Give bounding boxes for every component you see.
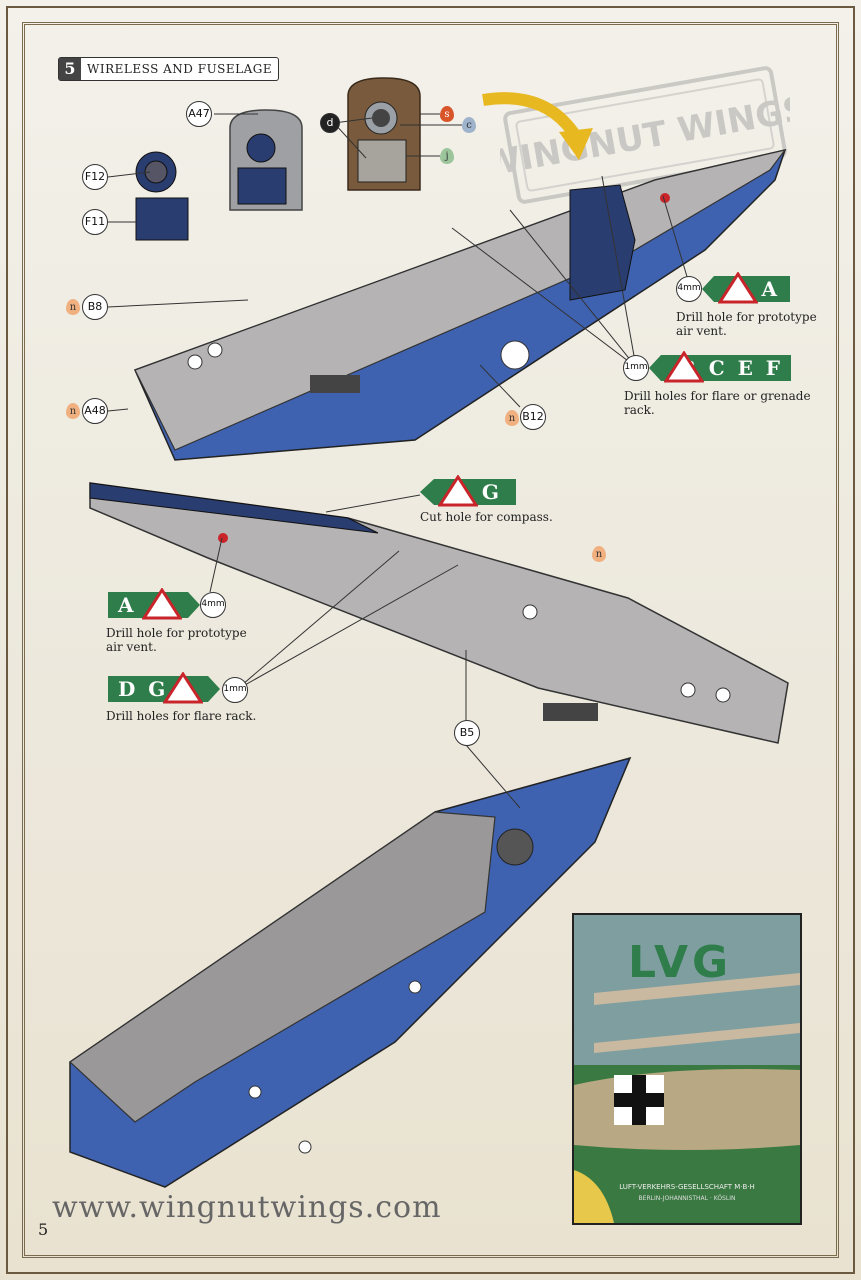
paint-drop-n-b5: n: [592, 546, 606, 562]
poster-line1: LUFT-VERKEHRS-GESELLSCHAFT M·B·H: [619, 1183, 755, 1191]
drill-icon-dg: [163, 672, 203, 704]
part-label-a48: A48: [82, 398, 108, 424]
part-label-f11: F11: [82, 209, 108, 235]
page-border-inner: [22, 22, 839, 1258]
fuselage-right-half: [89, 482, 789, 744]
lvg-poster: LVG LUFT-VERKEHRS-GESELLSCHAFT M·B·H BER…: [572, 913, 802, 1225]
drill-size-4mm-mid: 4mm: [200, 592, 226, 618]
fuselage-left-half: [133, 148, 787, 461]
part-f12-f11: [135, 151, 189, 241]
paint-drop-n-b8: n: [66, 299, 80, 315]
page-number: 5: [38, 1220, 49, 1239]
part-label-f12: F12: [82, 164, 108, 190]
part-label-b5: B5: [454, 720, 480, 746]
drill-icon-bcef: [664, 351, 704, 383]
step-title: 5 WIRELESS AND FUSELAGE: [58, 57, 280, 81]
part-label-b12: B12: [520, 404, 546, 430]
drill-size-1mm-bcef: 1mm: [623, 355, 649, 381]
part-wireless-assembled: [347, 77, 421, 191]
poster-line2: BERLIN-JOHANNISTHAL · KÖSLIN: [638, 1195, 736, 1202]
step-title-text: WIRELESS AND FUSELAGE: [87, 62, 273, 76]
paint-drop-n-a48: n: [66, 403, 80, 419]
poster-logo: LVG: [628, 937, 733, 988]
callout-dg-letters: D G: [118, 677, 169, 701]
drill-size-4mm-top: 4mm: [676, 276, 702, 302]
page-border-outer: [6, 6, 855, 1274]
part-a47-panel: [229, 109, 303, 211]
callout-a-top-letters: A: [761, 277, 780, 301]
poster-artwork: [574, 915, 800, 1223]
cut-icon-g: [438, 475, 478, 507]
callout-g-letters: G: [481, 480, 502, 504]
callout-dg-text: Drill holes for flare rack.: [106, 709, 257, 723]
part-label-b8: B8: [82, 294, 108, 320]
paint-drop-s: s: [440, 106, 454, 122]
step-number: 5: [59, 58, 81, 80]
paint-label-d: d: [320, 113, 340, 133]
paint-drop-c: c: [462, 117, 476, 133]
callout-bcef-text: Drill holes for flare or grenade rack.: [624, 389, 811, 417]
callout-g-text: Cut hole for compass.: [420, 510, 553, 524]
drill-size-1mm-dg: 1mm: [222, 677, 248, 703]
drill-icon-mid: [142, 588, 182, 620]
part-label-a47: A47: [186, 101, 212, 127]
callout-a-top-text: Drill hole for prototype air vent.: [676, 310, 817, 338]
fuselage-assembled: [69, 756, 632, 1188]
website-url: www.wingnutwings.com: [52, 1190, 442, 1225]
paint-drop-j: j: [440, 148, 454, 164]
insert-arrow: [482, 92, 593, 160]
callout-a-mid-text: Drill hole for prototype air vent.: [106, 626, 247, 654]
callout-dg-badge: D G: [108, 676, 220, 702]
paint-drop-n-b12: n: [505, 410, 519, 426]
drill-icon-top: [718, 272, 758, 304]
callout-a-mid-letters: A: [118, 593, 137, 617]
callout-a-mid-badge: A: [108, 592, 200, 618]
